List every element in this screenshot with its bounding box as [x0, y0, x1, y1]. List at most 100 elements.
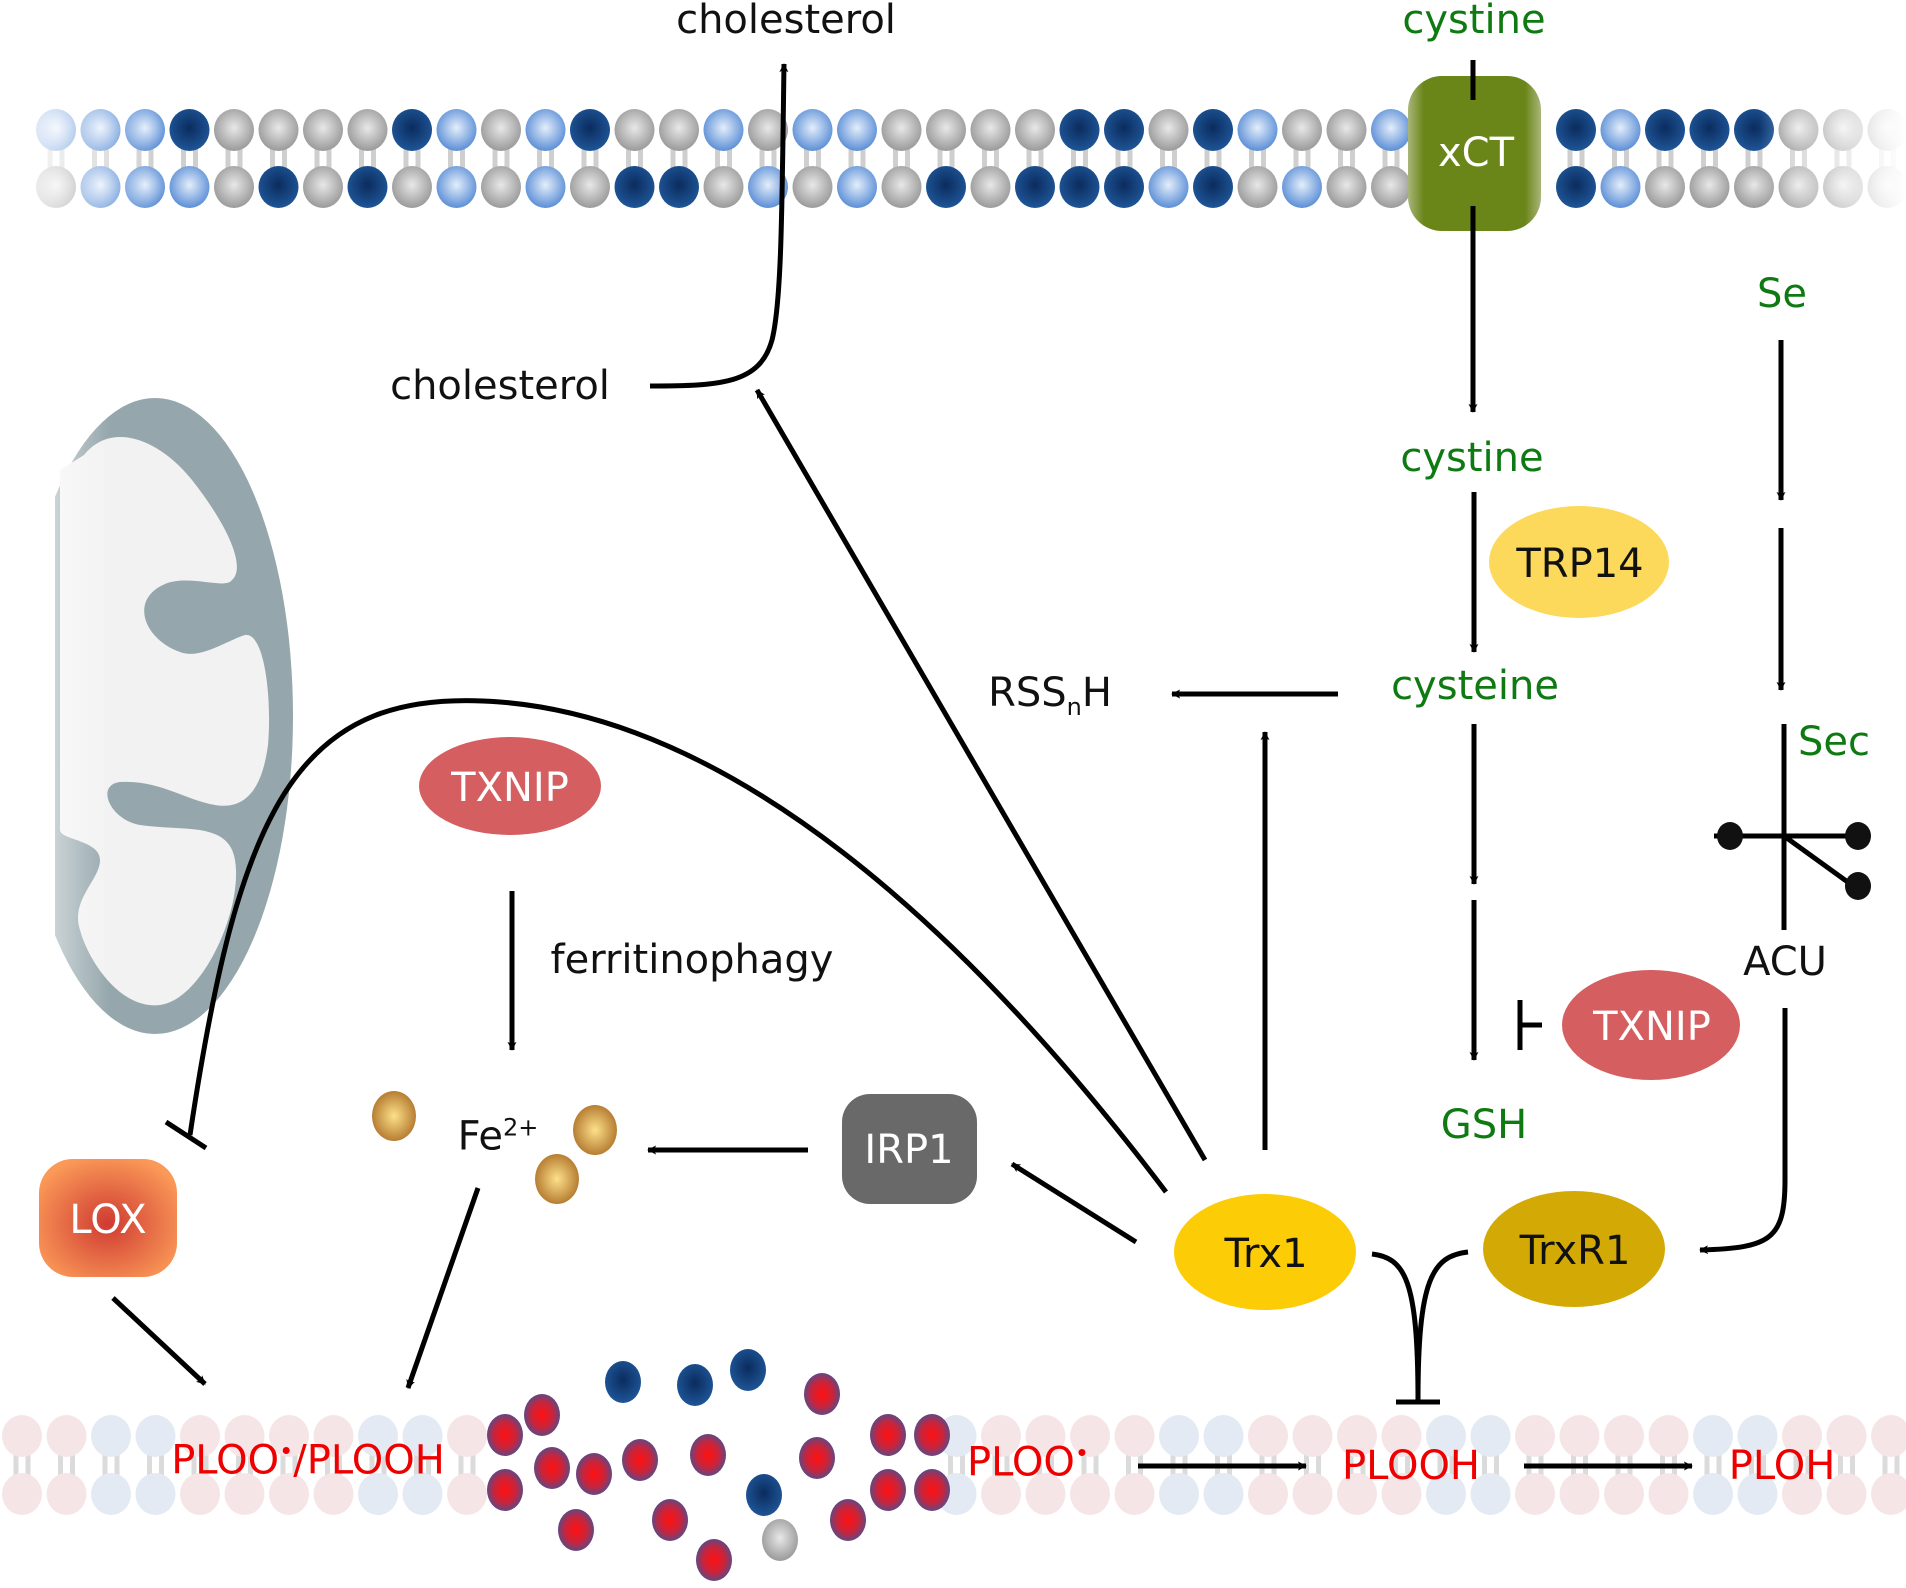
faded-lipid: [313, 1415, 354, 1515]
lipid: [1326, 109, 1367, 208]
faded-lipid: [1737, 1415, 1778, 1515]
faded-lipid: [1292, 1415, 1333, 1515]
lipid: [169, 109, 210, 208]
xct-transporter[interactable]: [1408, 76, 1541, 231]
plooh-label: PLOOH: [1341, 1443, 1481, 1489]
rssnh-base: RSS: [988, 670, 1067, 716]
ferritinophagy-label: ferritinophagy: [550, 937, 834, 983]
faded-lipid: [358, 1415, 398, 1515]
acu-label: ACU: [1743, 939, 1827, 985]
trp14-label: TRP14: [1516, 541, 1644, 587]
oxidized-lipid-head: [914, 1414, 950, 1456]
radical-dot: •: [279, 1437, 294, 1466]
lox-node[interactable]: [39, 1159, 177, 1277]
oxidized-lipid-head: [652, 1499, 688, 1541]
fe2-label: Fe2+: [458, 1115, 539, 1156]
faded-lipid: [1826, 1415, 1867, 1515]
fe-base: Fe: [457, 1113, 504, 1160]
cysteine-label: cysteine: [1391, 663, 1559, 709]
oxidized-lipid-head: [830, 1499, 866, 1541]
oxidized-lipid-cluster: [487, 1349, 950, 1581]
oxidized-lipid-head: [804, 1373, 840, 1415]
lipid: [303, 109, 343, 208]
lipid: [1556, 109, 1596, 208]
xct-label: xCT: [1437, 130, 1515, 176]
sec-label: Sec: [1798, 719, 1870, 765]
faded-lipid: [1693, 1415, 1733, 1515]
txnip-right-node[interactable]: [1562, 970, 1740, 1080]
ploo-text: PLOO: [966, 1439, 1075, 1486]
txnip-left-node[interactable]: [419, 737, 601, 835]
faded-lipid: [2, 1415, 42, 1515]
lipid: [1104, 109, 1144, 208]
faded-lipid: [447, 1415, 487, 1515]
lipid: [1237, 109, 1278, 208]
faded-lipid: [91, 1415, 131, 1515]
faded-lipid: [1782, 1415, 1822, 1515]
oxidized-lipid-head: [677, 1364, 713, 1406]
lipid: [881, 109, 922, 208]
lipid: [1148, 109, 1189, 208]
cholesterol-inner-label: cholesterol: [390, 363, 610, 409]
ploo-plooh-label: PLOO•/PLOOH: [171, 1439, 445, 1480]
txnip-right-label: TXNIP: [1593, 1004, 1711, 1050]
faded-lipid: [1381, 1415, 1422, 1515]
trp14-node[interactable]: [1489, 506, 1669, 618]
ploh-label: PLOH: [1728, 1443, 1836, 1489]
faded-lipid: [402, 1415, 443, 1515]
lipid: [703, 109, 744, 208]
lipid: [347, 109, 388, 208]
faded-lipid: [1604, 1415, 1644, 1515]
cystine-inner-label: cystine: [1400, 435, 1544, 481]
oxidized-lipid-head: [799, 1437, 835, 1479]
irp1-node[interactable]: [842, 1094, 977, 1204]
lipid: [970, 109, 1011, 208]
oxidized-lipid-head: [487, 1469, 523, 1511]
ploo-radical-label: PLOO•: [967, 1441, 1089, 1482]
rssnh-tail: H: [1081, 670, 1112, 716]
inhibit-bar-lox: [164, 1119, 208, 1151]
membrane-fade-left: [0, 100, 160, 210]
irp1-label: IRP1: [864, 1127, 954, 1173]
lipid: [926, 109, 966, 208]
lipid: [436, 109, 477, 208]
lipid: [1282, 109, 1322, 208]
oxidized-lipid-head: [487, 1414, 523, 1456]
fe-ion-2: [573, 1105, 617, 1155]
rssnh-subscript: n: [1066, 693, 1082, 721]
se-label: Se: [1757, 271, 1807, 317]
edge-trx1-inhibits-plooh: [1371, 1251, 1421, 1401]
lipid: [258, 109, 299, 208]
edge-lox-to-plooh: [111, 1296, 207, 1386]
oxidized-lipid-head: [870, 1414, 906, 1456]
gsh-label: GSH: [1440, 1102, 1528, 1148]
txnip-left-label: TXNIP: [451, 765, 569, 811]
iron-ion-icons: [372, 1091, 617, 1204]
lipid: [659, 109, 699, 208]
oxidized-lipid-head: [622, 1439, 658, 1481]
oxidized-lipid-head: [558, 1509, 594, 1551]
ploo-part: PLOO: [171, 1437, 280, 1484]
trx1-node[interactable]: [1174, 1194, 1356, 1310]
faded-lipid: [224, 1415, 265, 1515]
oxidized-lipid-head: [696, 1539, 732, 1581]
fe-ion-3: [535, 1154, 579, 1204]
oxidized-lipid-head: [524, 1394, 560, 1436]
oxidized-lipid-head: [730, 1349, 766, 1391]
lipid: [1059, 109, 1100, 208]
lipid: [1645, 109, 1685, 208]
xct-body: [1408, 76, 1541, 231]
lipid: [1689, 109, 1730, 208]
membrane-fade-right: [1760, 100, 1906, 210]
oxidized-lipid-head: [534, 1447, 570, 1489]
oxidized-lipid-head: [690, 1434, 726, 1476]
oxidized-lipid-head: [762, 1519, 798, 1561]
plasma-membrane-top: [36, 109, 1906, 208]
trxr1-node[interactable]: [1483, 1191, 1665, 1307]
lipid: [748, 109, 788, 208]
faded-lipid: [981, 1415, 1021, 1515]
faded-lipid: [269, 1415, 309, 1515]
plasma-membrane-bottom: [2, 1415, 1906, 1515]
edge-trx1-to-cholesterol: [754, 388, 1208, 1162]
faded-lipid: [180, 1415, 220, 1515]
